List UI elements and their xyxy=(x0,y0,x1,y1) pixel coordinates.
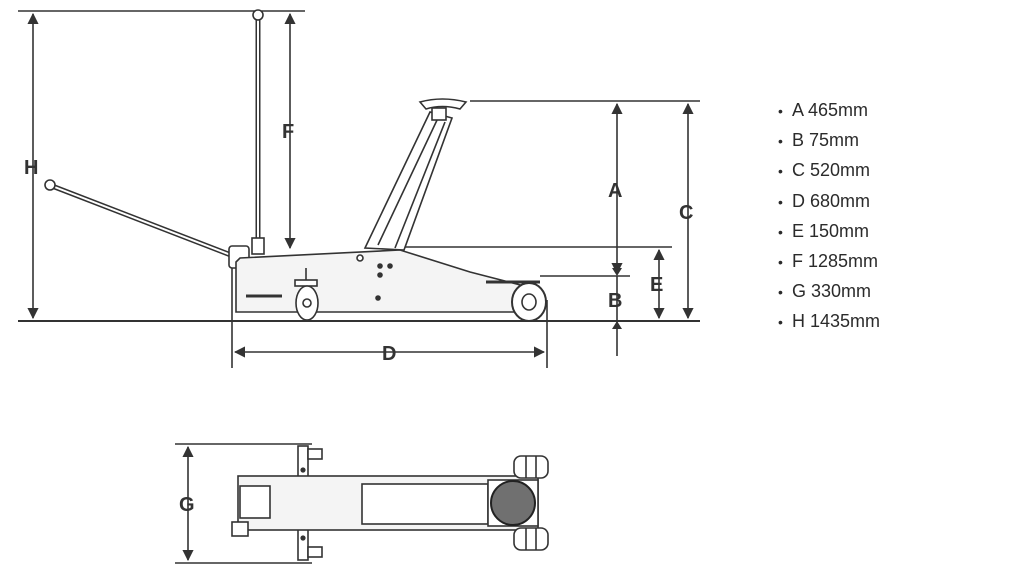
stowed-handle-knob xyxy=(252,9,264,21)
bullet-icon: • xyxy=(778,133,783,150)
spec-text: H 1435mm xyxy=(792,311,881,332)
bullet-icon: • xyxy=(778,103,783,119)
dimension-label-f: F xyxy=(282,121,294,143)
spec-text: F 1285mm xyxy=(792,251,879,272)
spec-text: D 680mm xyxy=(792,190,871,211)
dimension-label-a: A xyxy=(608,180,622,202)
side-view: H F A C E B D xyxy=(18,9,700,368)
spec-item: • B 75mm xyxy=(778,126,880,156)
bullet-icon: • xyxy=(778,254,783,271)
spec-item: • H 1435mm xyxy=(778,307,880,337)
bullet-icon: • xyxy=(778,223,783,240)
dimension-label-e: E xyxy=(650,274,663,296)
spec-text: A 465mm xyxy=(792,100,869,120)
front-wheel xyxy=(511,282,547,322)
specification-list: •A 465mm•B 75mm•C 520mm•D 680mm•E 150mm•… xyxy=(778,96,880,338)
dimension-label-h: H xyxy=(24,157,38,179)
dimension-label-c: C xyxy=(679,202,693,224)
bullet-icon: • xyxy=(778,193,783,210)
spec-item: • F 1285mm xyxy=(778,247,880,277)
spec-text: B 75mm xyxy=(792,130,860,151)
dimension-label-d: D xyxy=(382,343,396,365)
spec-item: • C 520mm xyxy=(778,156,880,186)
spec-item: • A 465mm xyxy=(778,96,880,126)
spec-item: • G 330mm xyxy=(778,277,880,307)
bullet-icon: • xyxy=(778,163,783,180)
spec-text: G 330mm xyxy=(792,281,872,302)
stowed-handle xyxy=(251,9,265,255)
front-wheel-right xyxy=(513,527,549,551)
handle-knob xyxy=(44,179,56,191)
spec-item: • D 680mm xyxy=(778,187,880,217)
rear-caster xyxy=(294,268,319,321)
jack-handle xyxy=(44,179,237,260)
spec-text: C 520mm xyxy=(792,160,871,181)
top-view: G xyxy=(175,443,549,564)
bullet-icon: • xyxy=(778,284,783,301)
spec-item: • E 150mm xyxy=(778,217,880,247)
dimension-label-g: G xyxy=(179,494,195,516)
lift-arm xyxy=(363,98,468,251)
spec-text: E 150mm xyxy=(792,220,870,241)
dimension-label-b: B xyxy=(608,290,622,312)
saddle-top xyxy=(490,480,536,526)
release-knob xyxy=(231,521,249,537)
front-wheel-left xyxy=(513,455,549,479)
bullet-icon: • xyxy=(778,314,783,331)
